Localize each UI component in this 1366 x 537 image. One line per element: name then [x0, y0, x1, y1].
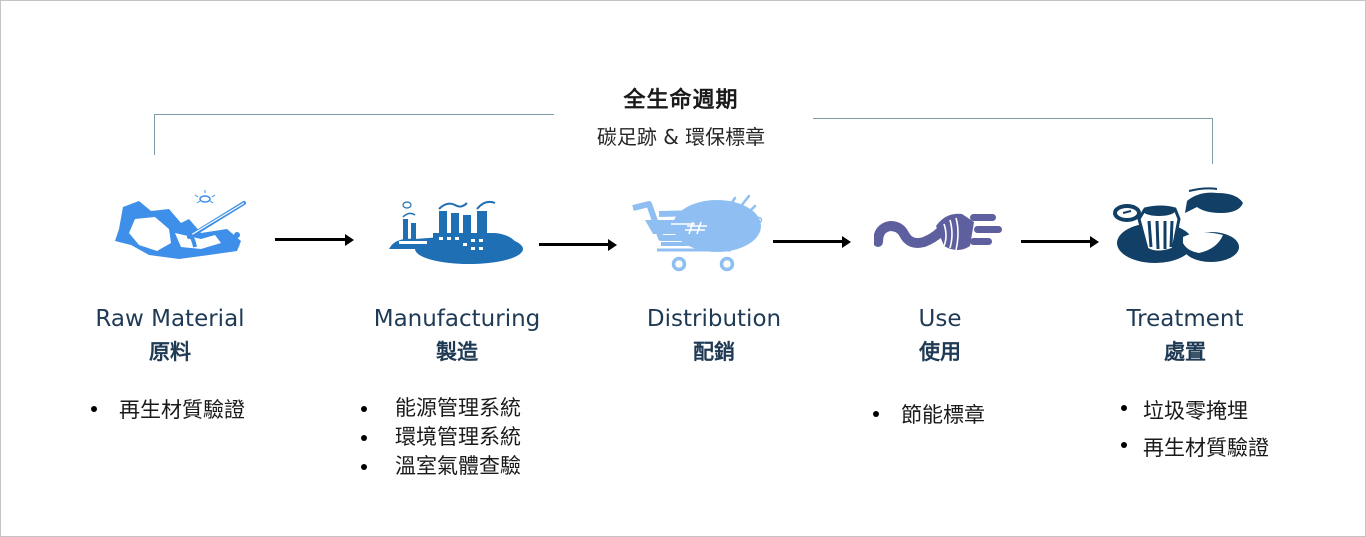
mining-pickaxe-icon — [115, 190, 246, 259]
factory-icon — [389, 200, 523, 264]
shopping-cart-icon — [632, 194, 763, 272]
bullet-dot — [361, 434, 367, 441]
stage-manufacturing-zh: 製造 — [436, 340, 478, 364]
bullet-item: 溫室氣體查驗 — [361, 452, 521, 481]
bracket-right-line — [813, 118, 1213, 119]
bullet-item: 垃圾零掩埋 — [1121, 393, 1269, 430]
stage-manufacturing-en: Manufacturing — [373, 306, 541, 332]
stage-raw-material-zh: 原料 — [149, 340, 191, 364]
bullet-dot — [1121, 441, 1127, 448]
stage-use-zh: 使用 — [919, 340, 961, 364]
flow-arrow-1 — [275, 233, 354, 246]
use-bullets: 節能標章 — [873, 399, 985, 429]
lifecycle-title: 全生命週期 — [623, 88, 739, 113]
stage-use-en: Use — [918, 306, 962, 332]
stage-treatment-en: Treatment — [1126, 306, 1244, 332]
bullet-dot — [1121, 404, 1127, 411]
bracket-left-line — [154, 114, 554, 115]
bullet-item: 再生材質驗證 — [91, 394, 245, 424]
raw-material-bullets: 再生材質驗證 — [91, 394, 245, 424]
flow-arrow-4 — [1021, 235, 1099, 248]
flow-arrow-2 — [539, 238, 617, 251]
stage-distribution-en: Distribution — [646, 306, 782, 332]
power-plug-icon — [874, 213, 1002, 251]
stage-raw-material-en: Raw Material — [95, 306, 245, 332]
bullet-dot — [873, 410, 879, 417]
stage-treatment-zh: 處置 — [1164, 340, 1206, 364]
treatment-bullets: 垃圾零掩埋 再生材質驗證 — [1121, 393, 1269, 467]
bullet-dot — [91, 405, 97, 412]
trash-can-icon — [1113, 187, 1243, 263]
flow-arrow-3 — [773, 235, 851, 248]
bullet-dot — [361, 405, 367, 412]
bullet-item: 再生材質驗證 — [1121, 430, 1269, 467]
bullet-dot — [361, 463, 367, 470]
bullet-item: 能源管理系統 — [361, 394, 521, 423]
stage-distribution-zh: 配銷 — [693, 340, 735, 364]
bracket-right-leg — [1212, 118, 1213, 164]
manufacturing-bullets: 能源管理系統 環境管理系統 溫室氣體查驗 — [361, 394, 521, 481]
bracket-left-leg — [154, 114, 155, 155]
lifecycle-subtitle: 碳足跡 & 環保標章 — [596, 125, 766, 149]
bullet-item: 節能標章 — [873, 399, 985, 429]
bullet-item: 環境管理系統 — [361, 423, 521, 452]
